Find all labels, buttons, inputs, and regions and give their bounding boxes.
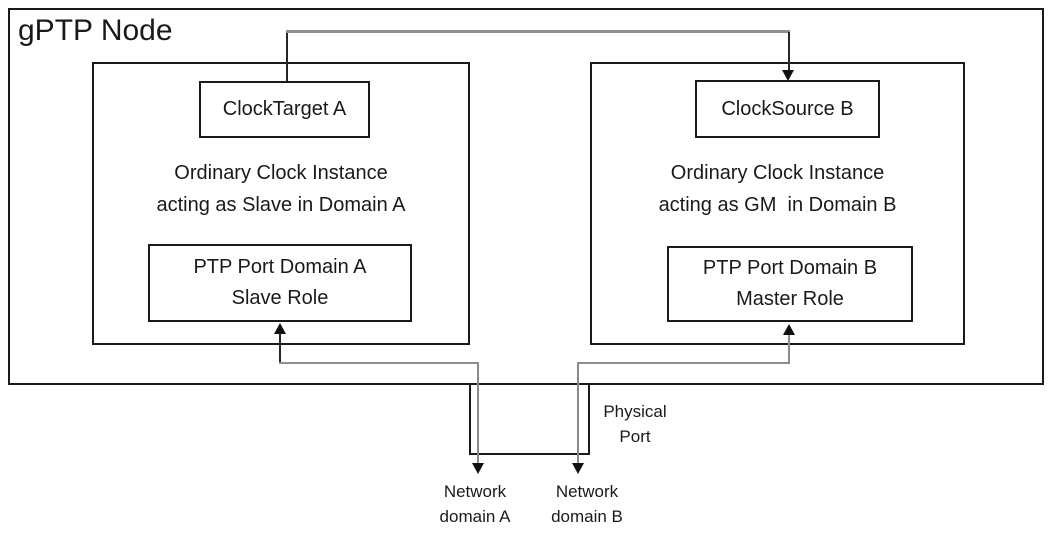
ptp-port-domain-b-label: PTP Port Domain B Master Role <box>702 257 878 310</box>
arrowhead-into-clocksource-b <box>782 70 794 81</box>
connector-a-lower-vertical <box>477 362 479 464</box>
ptp-port-domain-b-box: PTP Port Domain B Master Role <box>667 246 913 322</box>
network-domain-b-label: Network domain B <box>551 482 623 526</box>
connector-a-horizontal <box>279 362 479 364</box>
arrowhead-into-network-b <box>572 463 584 474</box>
arrowhead-into-ptp-port-a <box>274 323 286 334</box>
connector-b-lower-vertical <box>577 362 579 464</box>
ptp-port-domain-a-label: PTP Port Domain A Slave Role <box>193 256 367 309</box>
connector-top-left-vertical <box>286 32 288 81</box>
clocksource-b-label: ClockSource B <box>721 97 854 120</box>
clocktarget-a-label: ClockTarget A <box>222 98 347 120</box>
physical-port-tab <box>469 385 590 455</box>
connector-top-right-vertical <box>788 32 790 70</box>
connector-b-upper-vertical <box>788 334 790 364</box>
arrowhead-into-ptp-port-b <box>783 324 795 335</box>
ordinary-clock-instance-a-description: Ordinary Clock Instance acting as Slave … <box>156 162 406 216</box>
arrowhead-into-network-a <box>472 463 484 474</box>
network-domain-a-label: Network domain A <box>439 482 511 526</box>
clocksource-b-box: ClockSource B <box>695 80 880 138</box>
ptp-port-domain-a-box: PTP Port Domain A Slave Role <box>148 244 412 322</box>
clocktarget-a-box: ClockTarget A <box>199 81 370 138</box>
physical-port-label: Physical Port <box>603 402 667 446</box>
diagram-title: gPTP Node <box>18 14 173 47</box>
connector-a-upper-vertical <box>279 333 281 364</box>
connector-top-horizontal <box>286 30 790 33</box>
ordinary-clock-instance-b-description: Ordinary Clock Instance acting as GM in … <box>658 162 897 216</box>
connector-b-horizontal <box>577 362 790 364</box>
